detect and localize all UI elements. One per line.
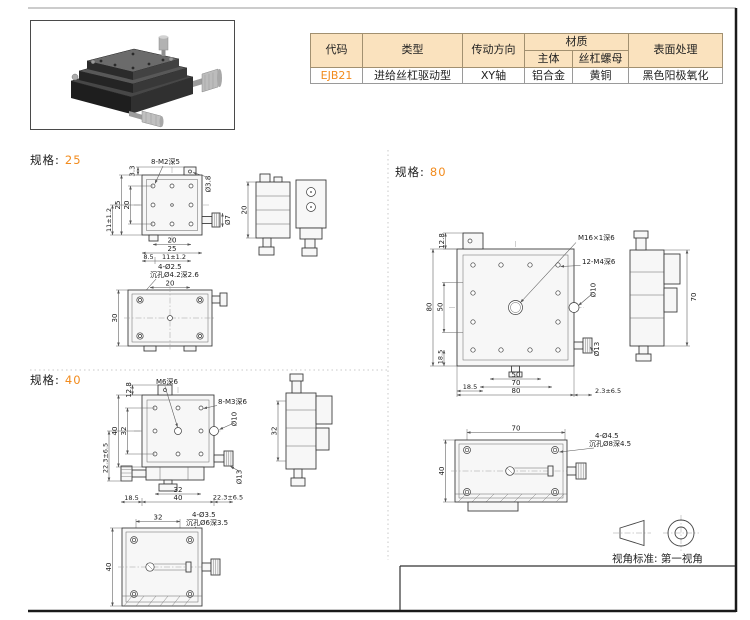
- callout-label: 沉孔Ø4.2深2.6: [150, 270, 199, 279]
- y-axis-knob: [141, 110, 162, 128]
- col-header-material: 材质: [524, 33, 629, 51]
- col-header-code: 代码: [310, 33, 363, 68]
- col-header-type: 类型: [362, 33, 463, 68]
- dim-label: 3.3: [129, 165, 137, 176]
- callout-label: 8-M3深6: [218, 397, 247, 406]
- dim-label: 20: [166, 280, 175, 288]
- product-photo: [30, 20, 235, 130]
- callout-label: 沉孔Ø8深4.5: [589, 439, 631, 448]
- dim-label: 30: [111, 314, 119, 323]
- dim-label: 40: [174, 494, 183, 502]
- cell-material-nut: 黄铜: [572, 66, 629, 85]
- spec-25-label: 规格: 25: [30, 152, 82, 168]
- col-header-direction: 传动方向: [462, 33, 525, 68]
- spec-80-label: 规格: 80: [395, 164, 447, 180]
- dim-label: 25: [168, 245, 177, 253]
- dim-label: 70: [512, 425, 521, 433]
- dim-label: 11±1.2: [162, 253, 186, 261]
- callout-label: M16×1深6: [578, 233, 615, 242]
- spec-label-size: 40: [64, 373, 82, 387]
- page-frame: [28, 7, 738, 613]
- spec-label-text: 规格:: [30, 153, 60, 167]
- callout-label: 沉孔Ø6深3.5: [186, 518, 228, 527]
- spec-40-label: 规格: 40: [30, 372, 82, 388]
- col-header-surface: 表面处理: [628, 33, 723, 68]
- dim-label: 70: [512, 379, 521, 387]
- callout-label: 4-Ø3.5: [192, 511, 216, 519]
- dim-label: Ø10: [231, 412, 239, 426]
- knob-shaft: [193, 78, 203, 87]
- xy-stage-illustration: [70, 35, 222, 128]
- callout-label: 8-M2深5: [151, 157, 180, 166]
- dim-label: 40: [105, 563, 113, 572]
- dim-label: 8.5: [143, 253, 153, 261]
- dim-label: 2.3±6.5: [595, 387, 621, 395]
- dim-label: 80: [512, 387, 521, 395]
- callout-label: 4-Ø4.5: [595, 432, 619, 440]
- spec-label-text: 规格:: [30, 373, 60, 387]
- view-standard-symbols: [613, 515, 699, 551]
- dim-label: 32: [271, 427, 279, 436]
- spec-label-size: 25: [64, 153, 82, 167]
- x-axis-knob: [201, 68, 219, 93]
- dim-label: Ø7: [224, 215, 232, 225]
- dim-label: 18.5: [124, 494, 138, 502]
- dim-label: 50: [512, 371, 521, 379]
- dim-label: Ø3.8: [205, 176, 213, 193]
- view-standard-caption: 视角标准: 第一视角: [612, 553, 703, 565]
- dim-label: Ø13: [236, 470, 244, 484]
- callout-label: M6深6: [156, 377, 178, 386]
- cell-surface: 黑色阳极氧化: [628, 66, 723, 85]
- dim-label: 32: [154, 514, 163, 522]
- dim-label: 80: [426, 303, 434, 312]
- frustum-symbol-icon: [619, 519, 645, 547]
- spec80-drawing: 12.8 M16×1深6 12-M4深6 Ø10 Ø13 80 50 18.5 …: [426, 230, 698, 512]
- dim-label: 22.3±6.5: [102, 443, 110, 473]
- col-header-material-nut: 丝杠螺母: [572, 49, 629, 68]
- dim-label: 20: [168, 237, 177, 245]
- table-row: EJB21 进给丝杠驱动型 XY轴 铝合金 黄铜 黑色阳极氧化: [310, 66, 723, 85]
- dim-label: Ø13: [593, 342, 601, 356]
- cell-code: EJB21: [310, 66, 363, 85]
- dim-label: 20: [241, 206, 249, 215]
- spec-table: 代码 类型 传动方向 材质 表面处理 主体 丝杠螺母 EJB21 进给丝杠驱动型…: [310, 33, 723, 85]
- spec-label-text: 规格:: [395, 165, 425, 179]
- dim-label: 40: [438, 467, 446, 476]
- product-photo-image: [70, 35, 222, 128]
- projection-circle-icon: [667, 519, 695, 547]
- spec25-drawing: 8-M2深5 3.3 Ø3.8 25 20 11±1.2 20 25 8.5 1…: [105, 157, 327, 352]
- col-header-material-body: 主体: [524, 49, 573, 68]
- callout-label: 12-M4深6: [582, 257, 616, 266]
- dim-label: 11±1.2: [105, 208, 113, 232]
- dim-label: 32: [174, 486, 183, 494]
- dim-label: 18.5: [437, 350, 445, 364]
- spec-label-size: 80: [429, 165, 447, 179]
- dim-label: Ø10: [590, 283, 598, 297]
- dim-label: 70: [690, 293, 698, 302]
- top-knob: [158, 36, 169, 51]
- dim-label: 50: [437, 303, 445, 312]
- cell-type: 进给丝杠驱动型: [362, 66, 463, 85]
- dim-label: 12.8: [438, 233, 446, 249]
- spec40-drawing: 12.8 M6深6 8-M3深6 Ø10 40 32 22.3±6.5 32 4…: [102, 373, 333, 607]
- callout-label: 4-Ø2.5: [158, 263, 182, 271]
- cell-direction: XY轴: [462, 66, 525, 85]
- dim-label: 22.3±6.5: [213, 494, 243, 502]
- dim-label: 12.8: [125, 382, 133, 398]
- section-dividers: [30, 150, 389, 560]
- dim-label: 18.5: [463, 383, 477, 391]
- cell-material-body: 铝合金: [524, 66, 573, 85]
